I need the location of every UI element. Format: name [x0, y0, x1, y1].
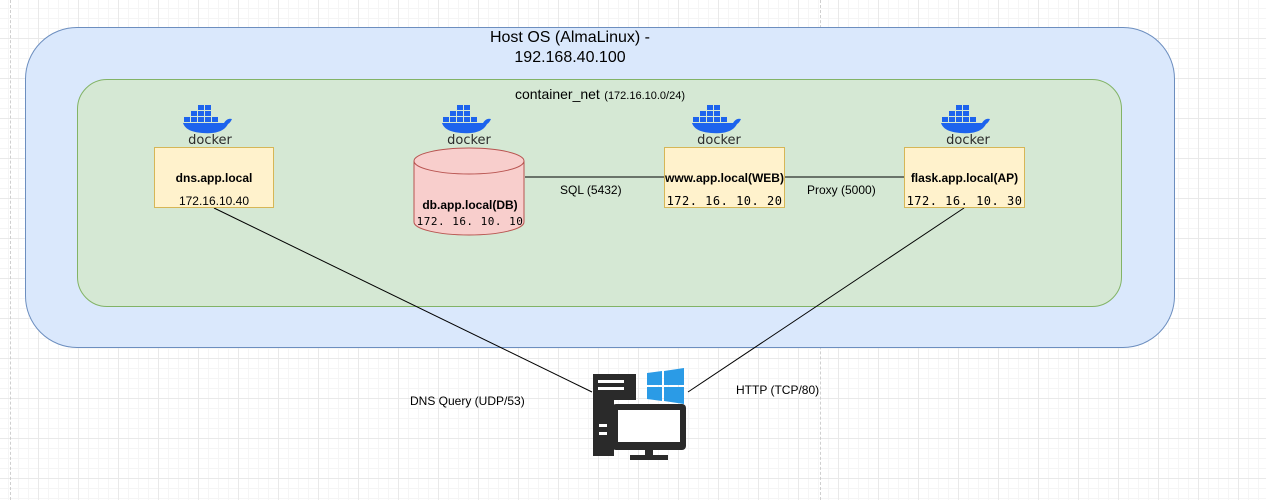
docker-whale-icon: docker — [692, 105, 742, 148]
page-guide-left — [10, 0, 11, 500]
node-flask[interactable]: flask.app.local(AP) 172. 16. 10. 30 — [904, 147, 1025, 208]
edge-label-proxy: Proxy (5000) — [807, 183, 876, 197]
docker-logo-db: docker — [441, 102, 497, 148]
docker-logo-text: docker — [946, 133, 990, 146]
host-os-title: Host OS (AlmaLinux) - 192.168.40.100 — [440, 28, 700, 68]
docker-whale-icon: docker — [941, 105, 991, 148]
node-dns-ip: 172.16.10.40 — [178, 194, 250, 208]
windows-pc-icon[interactable] — [590, 366, 690, 462]
docker-logo-web: docker — [691, 102, 747, 148]
edge-client-flask — [687, 207, 965, 393]
node-flask-name: flask.app.local(AP) — [910, 171, 1019, 185]
host-os-title-line1: Host OS (AlmaLinux) - — [489, 29, 651, 46]
container-net-name: container_net — [514, 86, 600, 102]
node-db-name: db.app.local(DB) — [422, 198, 518, 212]
docker-whale-icon: docker — [442, 105, 492, 148]
container-net-title: container_net (172.16.10.0/24) — [480, 86, 720, 104]
docker-whale-icon: docker — [183, 105, 233, 148]
node-dns[interactable]: dns.app.local 172.16.10.40 — [154, 147, 274, 208]
host-os-title-line2: 192.168.40.100 — [514, 49, 626, 66]
node-dns-name: dns.app.local — [175, 171, 253, 185]
windows-logo-icon — [647, 368, 684, 404]
docker-logo-text: docker — [697, 133, 741, 146]
node-web-ip: 172. 16. 10. 20 — [666, 194, 783, 208]
edge-label-http: HTTP (TCP/80) — [736, 383, 820, 397]
docker-logo-flask: docker — [940, 102, 996, 148]
container-net-cidr: (172.16.10.0/24) — [604, 90, 686, 102]
edge-label-dns-query: DNS Query (UDP/53) — [410, 394, 525, 408]
node-web-name: www.app.local(WEB) — [665, 171, 784, 185]
docker-logo-text: docker — [188, 133, 232, 146]
node-db-label: db.app.local(DB) 172. 16. 10. 10 — [415, 198, 525, 228]
node-web[interactable]: www.app.local(WEB) 172. 16. 10. 20 — [664, 147, 785, 208]
node-db-cylinder[interactable] — [413, 147, 527, 237]
edge-client-dns — [213, 207, 593, 393]
node-flask-ip: 172. 16. 10. 30 — [906, 194, 1023, 208]
node-db-ip: 172. 16. 10. 10 — [416, 215, 524, 228]
docker-logo-text: docker — [447, 133, 491, 146]
docker-logo-dns: docker — [182, 102, 238, 148]
edge-label-sql: SQL (5432) — [560, 183, 622, 197]
